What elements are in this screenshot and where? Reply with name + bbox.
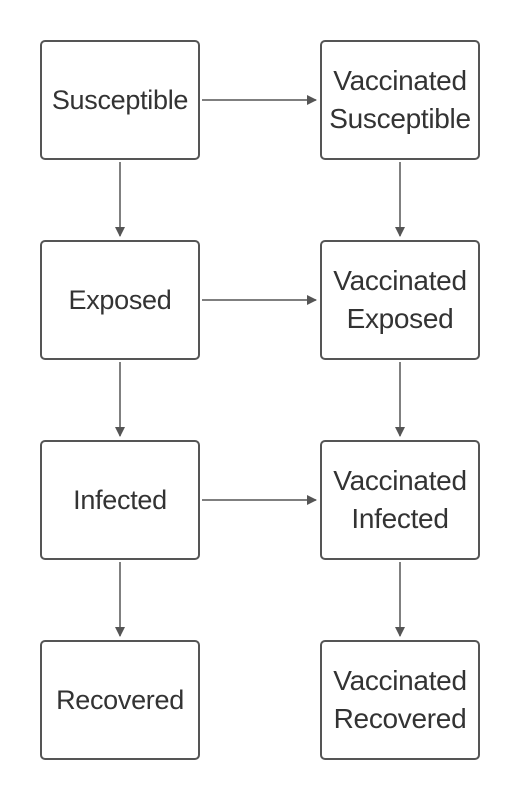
node-vaccinated-infected-line1: Vaccinated (333, 465, 467, 496)
node-infected-label: Infected (73, 485, 167, 515)
node-vaccinated-susceptible: Vaccinated Susceptible (320, 40, 480, 160)
node-recovered: Recovered (40, 640, 200, 760)
node-vaccinated-recovered-line2: Recovered (333, 703, 467, 734)
node-vaccinated-exposed: Vaccinated Exposed (320, 240, 480, 360)
node-vaccinated-susceptible-line2: Susceptible (329, 103, 471, 134)
node-vaccinated-exposed-line2: Exposed (346, 303, 454, 334)
node-exposed-label: Exposed (68, 285, 172, 315)
node-recovered-label: Recovered (56, 685, 184, 715)
node-vaccinated-infected: Vaccinated Infected (320, 440, 480, 560)
node-vaccinated-recovered-line1: Vaccinated (333, 665, 467, 696)
node-infected: Infected (40, 440, 200, 560)
node-vaccinated-exposed-line1: Vaccinated (333, 265, 467, 296)
node-vaccinated-susceptible-line1: Vaccinated (333, 65, 467, 96)
node-vaccinated-recovered: Vaccinated Recovered (320, 640, 480, 760)
node-susceptible-label: Susceptible (51, 85, 189, 115)
node-exposed: Exposed (40, 240, 200, 360)
node-susceptible: Susceptible (40, 40, 200, 160)
node-vaccinated-infected-line2: Infected (351, 503, 449, 534)
